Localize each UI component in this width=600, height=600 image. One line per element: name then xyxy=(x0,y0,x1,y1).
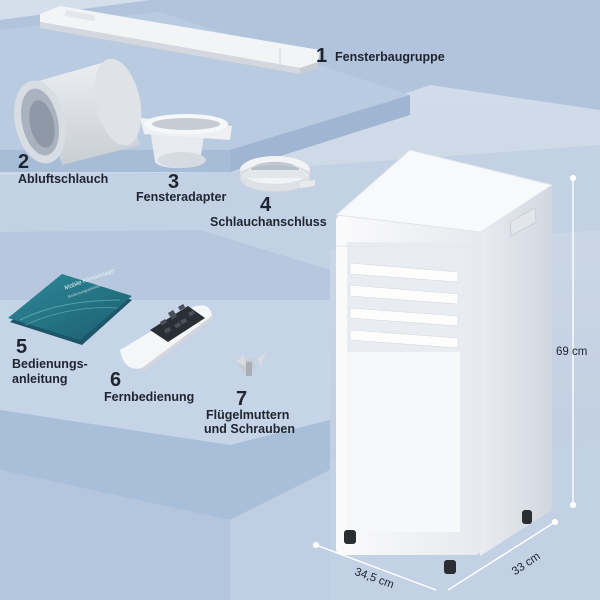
item-1-number: 1 xyxy=(316,45,328,67)
item-3-number: 3 xyxy=(168,171,180,193)
item-2-number: 2 xyxy=(18,151,30,173)
item-4-label: Schlauchanschluss xyxy=(210,215,327,229)
remote-control xyxy=(120,303,212,372)
window-adapter xyxy=(140,114,232,168)
item-7-label-line1: Flügelmuttern xyxy=(206,408,290,422)
item-5-label-line2: anleitung xyxy=(12,372,68,386)
height-dimension-label: 69 cm xyxy=(556,346,588,358)
air-conditioner-unit xyxy=(334,149,554,574)
wing-nut xyxy=(236,352,266,376)
item-7-number: 7 xyxy=(236,388,248,410)
item-1-label: Fensterbaugruppe xyxy=(335,50,445,64)
item-3-label: Fensteradapter xyxy=(136,190,227,204)
exhaust-hose xyxy=(14,58,142,165)
hose-connector xyxy=(239,156,315,193)
manual-book xyxy=(8,274,132,345)
item-5-label-line1: Bedienungs- xyxy=(12,357,88,371)
item-6-number: 6 xyxy=(110,369,122,391)
window-kit xyxy=(40,6,320,74)
dimension-lines xyxy=(312,174,577,591)
item-2-label: Abluftschlauch xyxy=(18,172,109,186)
item-6-label: Fernbedienung xyxy=(104,390,195,404)
item-5-number: 5 xyxy=(16,336,28,358)
item-4-number: 4 xyxy=(260,194,272,216)
item-7-label-line2: und Schrauben xyxy=(204,422,295,436)
